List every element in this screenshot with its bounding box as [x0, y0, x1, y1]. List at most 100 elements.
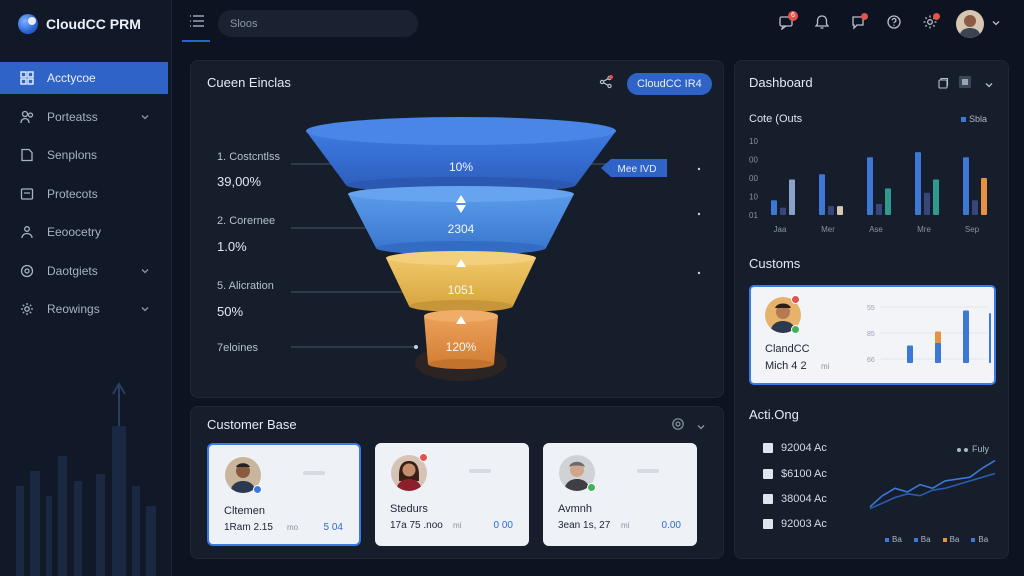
- status-dot: [419, 453, 428, 462]
- legend-item: Ba: [971, 535, 988, 544]
- expand-icon[interactable]: [958, 75, 972, 94]
- sidebar-item-1[interactable]: Porteatss: [0, 101, 170, 133]
- legend-label: Ba: [949, 535, 960, 544]
- funnel-label: 120%: [446, 340, 477, 354]
- brand[interactable]: CloudCC PRM: [18, 14, 141, 34]
- funnel-stage-3[interactable]: [386, 258, 536, 306]
- activity-legend: Ba Ba Ba Ba: [885, 535, 988, 544]
- activity-row[interactable]: $6100 Ac: [763, 468, 827, 480]
- sidebar-nav: Acctycoe Porteatss Senplons Protecots: [0, 62, 170, 332]
- settings-icon[interactable]: [671, 417, 685, 436]
- chevron-down-icon[interactable]: [984, 77, 994, 95]
- help-button[interactable]: [876, 10, 912, 38]
- bar: [819, 174, 825, 215]
- message-button[interactable]: [840, 10, 876, 38]
- chevron-down-icon[interactable]: [140, 111, 150, 125]
- stage-name: 7eloines: [217, 342, 258, 354]
- legend-label: Sbla: [969, 114, 988, 124]
- sidebar-item-0[interactable]: Acctycoe: [0, 62, 168, 94]
- menu-button[interactable]: [184, 10, 210, 36]
- chevron-down-icon[interactable]: [140, 265, 150, 279]
- customer-card[interactable]: Cltemen 1Ram 2.15 mo 5 04: [207, 443, 361, 546]
- document-icon: [20, 148, 34, 162]
- status-dot: [791, 295, 800, 304]
- sidebar-item-label: Acctycoe: [47, 71, 96, 85]
- settings-icon: [922, 14, 938, 35]
- bar: [915, 152, 921, 215]
- legend-item: Ba: [913, 535, 931, 544]
- activity-label: 92004 Ac: [781, 442, 827, 454]
- sidebar-item-5[interactable]: Daotgiets: [0, 255, 170, 287]
- grid-icon: [20, 71, 34, 85]
- y-tick-label: 00: [749, 156, 758, 165]
- funnel-tag[interactable]: Mee IVD: [618, 164, 657, 175]
- activity-row[interactable]: 92003 Ac: [763, 518, 827, 530]
- account-menu-button[interactable]: [984, 10, 1008, 38]
- stage-name: 2. Corernee: [217, 215, 276, 227]
- customer-unit: mo: [287, 523, 299, 532]
- customer-base-panel: Customer Base Cltemen 1Ram 2.15 mo 5 04 …: [190, 406, 724, 559]
- share-icon[interactable]: [599, 75, 613, 94]
- copy-icon[interactable]: [937, 76, 949, 94]
- sidebar-item-4[interactable]: Eeoocetry: [0, 216, 170, 248]
- funnel-stage-4[interactable]: [424, 316, 498, 364]
- activity-label: 92003 Ac: [781, 518, 827, 530]
- sidebar-item-3[interactable]: Protecots: [0, 178, 170, 210]
- search-input[interactable]: Sloos: [218, 10, 418, 37]
- funnel-stage-1[interactable]: [306, 131, 616, 185]
- activity-label: $6100 Ac: [781, 468, 827, 480]
- sidebar-item-6[interactable]: Reowings: [0, 293, 170, 325]
- list-menu-icon: [189, 14, 205, 33]
- bar: [780, 207, 786, 215]
- users-icon: [20, 110, 34, 124]
- stage-value: 50%: [217, 304, 244, 319]
- funnel-source-button[interactable]: CloudCC IR4: [627, 73, 712, 95]
- bar: [907, 345, 913, 363]
- sidebar-item-2[interactable]: Senplons: [0, 139, 170, 171]
- y-tick-label: 01: [749, 211, 758, 220]
- activity-line-chart: [869, 459, 996, 510]
- customer-name: Cltemen: [224, 505, 265, 517]
- notification-button[interactable]: 6: [768, 10, 804, 38]
- funnel-stage-2[interactable]: [348, 194, 574, 248]
- chevron-down-icon[interactable]: [140, 303, 150, 317]
- chevron-down-icon[interactable]: [696, 419, 706, 437]
- bar: [876, 203, 882, 215]
- funnel-chart: Mee IVD 10% 2304 1051 120%: [291, 117, 701, 381]
- user-avatar[interactable]: [956, 10, 984, 38]
- customs-meta: Mich 4 2: [765, 360, 807, 372]
- bar: [972, 200, 978, 215]
- sidebar-item-label: Eeoocetry: [47, 225, 102, 239]
- customs-name: ClandCC: [765, 343, 810, 355]
- customer-card[interactable]: Avmnh 3ean 1s, 27 mi 0.00: [543, 443, 697, 546]
- active-tab-indicator: [182, 40, 210, 42]
- customer-name: Avmnh: [558, 503, 593, 515]
- bar: [885, 188, 891, 215]
- activity-row[interactable]: 92004 Ac: [763, 442, 827, 454]
- series-line: [869, 459, 996, 508]
- activity-row[interactable]: 38004 Ac: [763, 493, 827, 505]
- sidebar-item-label: Protecots: [47, 186, 98, 201]
- settings-button[interactable]: [912, 10, 948, 38]
- bell-icon: [814, 14, 830, 35]
- help-icon: [886, 14, 902, 35]
- customer-name: Stedurs: [390, 503, 428, 515]
- notification-count-badge: 6: [788, 11, 798, 21]
- bar: [828, 206, 834, 215]
- bell-button[interactable]: [804, 10, 840, 38]
- activity-title: Acti.Ong: [749, 407, 799, 422]
- avatar: [559, 455, 595, 491]
- bar: [963, 157, 969, 215]
- x-tick-label: Mre: [917, 225, 931, 234]
- series-line: [869, 472, 996, 510]
- y-tick-label: 66: [867, 357, 875, 364]
- customer-card[interactable]: Stedurs 17a 75 .noo mi 0 00: [375, 443, 529, 546]
- customer-unit: mi: [621, 521, 630, 530]
- funnel-label: 2304: [448, 222, 475, 236]
- funnel-title: Cueen Einclas: [207, 75, 291, 90]
- y-tick-label: 00: [749, 174, 758, 183]
- y-tick-label: 85: [867, 331, 875, 338]
- sidebar-item-label: Senplons: [47, 148, 98, 162]
